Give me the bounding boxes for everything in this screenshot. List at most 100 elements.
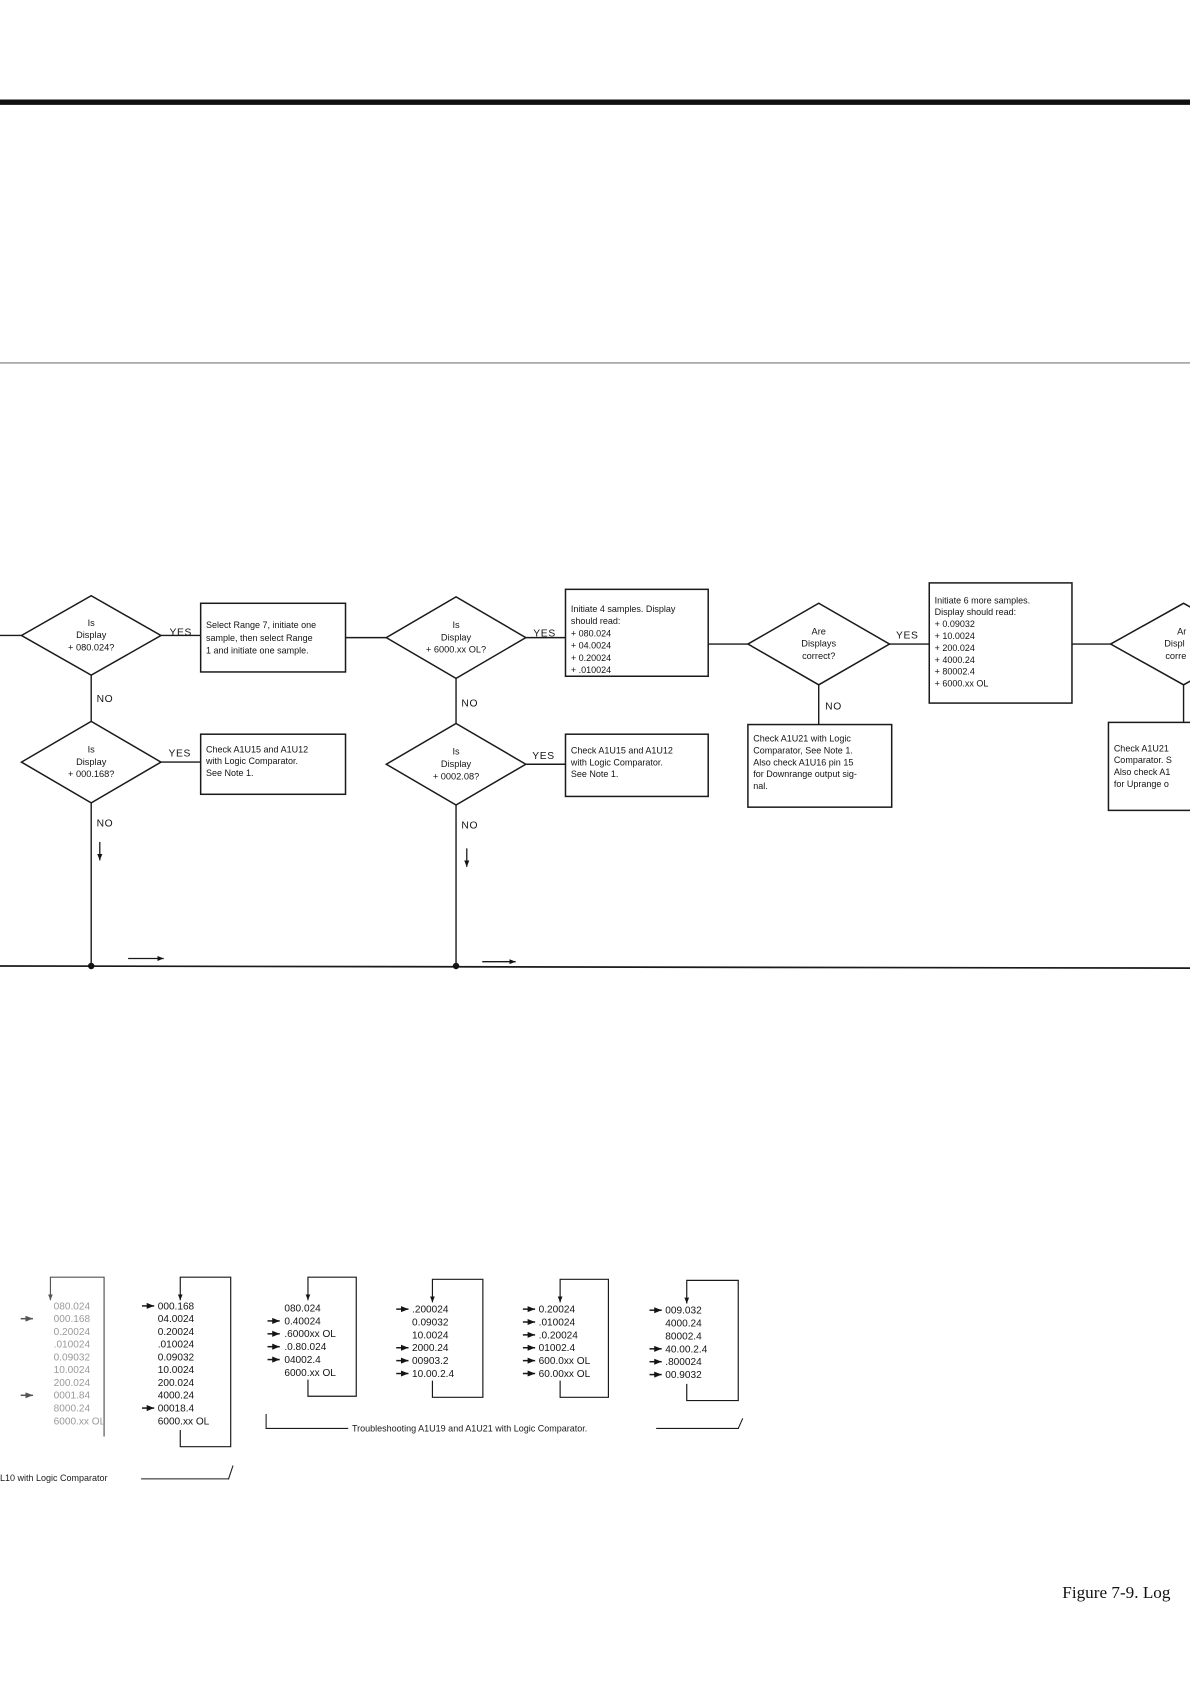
sequence-value: 009.032	[665, 1306, 702, 1317]
sequence-value: .0.80.024	[284, 1342, 326, 1353]
decision-text: correct?	[802, 651, 835, 661]
process-box-text: sample, then select Range	[206, 633, 313, 643]
process-box	[564, 733, 709, 798]
yes-label: YES	[168, 749, 191, 760]
sequence-value: 04.0024	[158, 1314, 195, 1325]
decision-text: Display	[441, 759, 472, 769]
process-box-text: with Logic Comparator.	[570, 757, 663, 767]
sequence-value: 00.9032	[665, 1370, 702, 1381]
yes-label: YES	[896, 631, 919, 642]
sequence-value: 10.00.2.4	[412, 1369, 454, 1380]
sequence-caption-left: L10 with Logic Comparator	[0, 1473, 108, 1483]
decision-text: Ar	[1177, 626, 1186, 636]
sequence-value: 40.00.2.4	[665, 1344, 707, 1355]
process-box-text: + 4000.24	[935, 655, 975, 665]
decision-text: Display	[441, 632, 472, 642]
decision-text: + 0002.08?	[433, 771, 479, 781]
sequence-value: 00018.4	[158, 1403, 195, 1414]
sequence-value: 01002.4	[539, 1343, 576, 1354]
sequence-value: .010024	[54, 1340, 91, 1351]
decision-diamond	[384, 595, 528, 680]
sequence-value: 6000.xx OL	[284, 1368, 336, 1379]
caption-bracket-line	[737, 1418, 744, 1430]
decision-text: Is	[88, 744, 96, 754]
process-box-text: + 6000.xx OL	[935, 679, 989, 689]
process-box	[747, 723, 893, 808]
process-box-text: Check A1U15 and A1U12	[571, 746, 673, 756]
process-box-text: for Downrange output sig-	[753, 769, 857, 779]
decision-text: Display	[76, 757, 107, 767]
process-box-text: Check A1U15 and A1U12	[206, 744, 308, 754]
decision-text: Displays	[801, 639, 836, 649]
process-box-text: + 80002.4	[935, 667, 975, 677]
sequence-value: .0.20024	[539, 1330, 579, 1341]
sequence-value: 000.168	[54, 1314, 91, 1325]
sequence-value: 200.024	[54, 1378, 91, 1389]
sequence-value: 8000.24	[54, 1403, 91, 1414]
process-box-text: nal.	[753, 781, 768, 791]
process-box	[199, 733, 347, 796]
sequence-value: 10.0024	[54, 1365, 91, 1376]
sequence-value: 0.20024	[539, 1305, 576, 1316]
process-box-text: Initiate 4 samples. Display	[571, 604, 676, 614]
process-box-text: Check A1U21	[1114, 743, 1169, 753]
sequence-loop-bracket	[684, 1279, 739, 1402]
caption-bracket-line	[227, 1465, 234, 1480]
decision-text: Display	[76, 630, 107, 640]
sequence-value: 0.09032	[158, 1352, 195, 1363]
sequence-loop-bracket	[177, 1276, 232, 1448]
sequence-value: 600.0xx OL	[539, 1356, 591, 1367]
decision-diamond	[19, 720, 163, 804]
sequence-loop-bracket	[48, 1276, 105, 1437]
sequence-value: 80002.4	[665, 1331, 702, 1342]
sequence-value: 60.00xx OL	[539, 1369, 591, 1380]
no-label: NO	[825, 702, 842, 713]
process-box-text: with Logic Comparator.	[205, 756, 298, 766]
sequence-value: 4000.24	[158, 1391, 195, 1402]
sequence-value: .010024	[158, 1340, 195, 1351]
process-box-text: See Note 1.	[571, 769, 619, 779]
process-box-text: Check A1U21 with Logic	[753, 734, 851, 744]
sequence-value: 00903.2	[412, 1356, 449, 1367]
no-label: NO	[97, 818, 114, 829]
process-box-text: should read:	[571, 616, 621, 626]
yes-label: YES	[532, 751, 555, 762]
sequence-caption-right: Troubleshooting A1U19 and A1U21 with Log…	[352, 1424, 587, 1434]
process-box-text: + 080.024	[571, 628, 611, 638]
sequence-value: 0.09032	[54, 1352, 91, 1363]
yes-label: YES	[170, 627, 193, 638]
process-box-text: + .010024	[571, 665, 611, 675]
sequence-value: 0001.84	[54, 1391, 91, 1402]
process-box-text: See Note 1.	[206, 768, 254, 778]
decision-text: Is	[88, 618, 96, 628]
sequence-value: 080.024	[54, 1301, 91, 1312]
process-box-text: Also check A1U16 pin 15	[753, 757, 853, 767]
sequence-loop-bracket	[557, 1278, 610, 1398]
sequence-loop-bracket	[430, 1278, 484, 1398]
no-label: NO	[461, 821, 478, 832]
process-box-text: for Uprange o	[1114, 779, 1169, 789]
process-box-text: + 0.09032	[935, 619, 975, 629]
decision-text: + 080.024?	[68, 642, 114, 652]
process-box-text: + 04.0024	[571, 641, 611, 651]
no-label: NO	[461, 698, 478, 709]
process-box-text: + 10.0024	[935, 631, 975, 641]
decision-diamond	[746, 602, 892, 686]
return-bus-line	[0, 965, 1190, 969]
decision-text: Is	[452, 620, 460, 630]
sequence-value: 0.09032	[412, 1317, 449, 1328]
process-box-text: Initiate 6 more samples.	[935, 595, 1031, 605]
process-box-text: Display should read:	[935, 607, 1017, 617]
process-box	[928, 582, 1073, 704]
decision-diamond	[1109, 602, 1190, 686]
process-box-text: + 0.20024	[571, 653, 611, 663]
decision-text: Is	[452, 747, 460, 757]
sequence-value: 04002.4	[284, 1355, 321, 1366]
sequence-value: 6000.xx OL	[158, 1416, 210, 1427]
decision-text: corre	[1165, 651, 1186, 661]
sequence-value: 10.0024	[412, 1330, 449, 1341]
decision-diamond	[384, 722, 528, 806]
process-box-text: 1 and initiate one sample.	[206, 646, 309, 656]
process-box-text: Comparator. S	[1114, 755, 1172, 765]
